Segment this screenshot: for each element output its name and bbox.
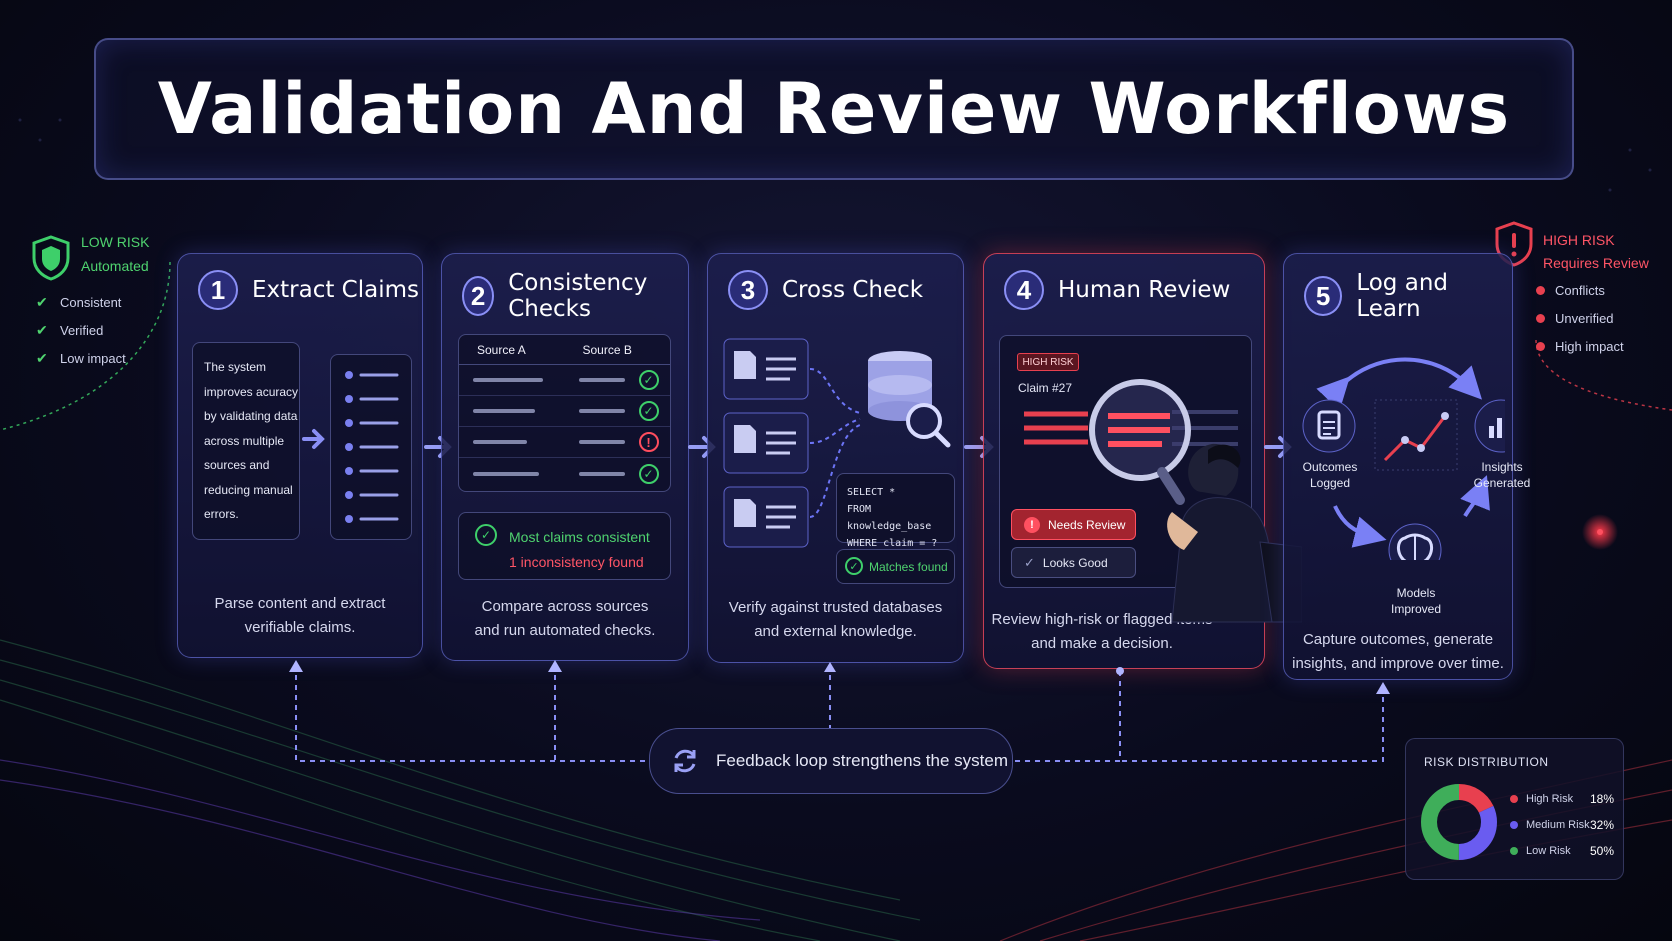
check-icon: ✔ xyxy=(36,321,48,338)
matches-found-badge: ✓ Matches found xyxy=(836,549,955,584)
step-title: Consistency Checks xyxy=(508,270,648,322)
check-circle-icon: ✓ xyxy=(638,463,659,484)
high-risk-swatch xyxy=(1510,795,1518,803)
donut-slice-low-risk xyxy=(1421,784,1497,860)
table-row: ✓ xyxy=(459,396,670,427)
risk-legend-row: High Risk 18% xyxy=(1510,792,1614,806)
high-risk-subheading: Requires Review xyxy=(1543,255,1649,271)
step-description: Compare across sources and run automated… xyxy=(474,598,656,639)
shield-icon xyxy=(32,235,70,281)
risk-donut-chart xyxy=(1421,784,1497,860)
learning-cycle-icon xyxy=(1302,357,1505,560)
step-title: Extract Claims xyxy=(252,277,420,303)
alert-icon: ! xyxy=(1024,516,1040,533)
red-dot-icon xyxy=(1536,341,1545,351)
low-risk-subheading: Automated xyxy=(81,258,149,274)
result-inconsistency: 1 inconsistency found xyxy=(509,554,644,570)
claims-list-panel xyxy=(330,354,412,540)
source-text-panel: The system improves acuracy by validatin… xyxy=(192,342,300,540)
source-comparison-table: Source A Source B ✓ ✓ ! ✓ xyxy=(458,334,671,492)
shield-alert-icon xyxy=(1495,221,1533,267)
feedback-loop-pill: Feedback loop strengthens the system xyxy=(649,728,1013,794)
step-number: 5 xyxy=(1304,276,1343,316)
high-risk-item: Unverified xyxy=(1536,304,1624,332)
alert-circle-icon: ! xyxy=(638,432,659,452)
step-description: Capture outcomes, generate insights, and… xyxy=(1292,631,1504,672)
step-number: 4 xyxy=(1004,270,1044,310)
step-description: Review high-risk or flagged items and ma… xyxy=(991,611,1213,652)
high-risk-heading: HIGH RISK xyxy=(1543,232,1615,248)
check-icon: ✓ xyxy=(1024,554,1035,570)
step-card-extract-claims: 1 Extract Claims The system improves acu… xyxy=(177,253,423,658)
looks-good-label: Looks Good xyxy=(1042,555,1108,570)
risk-legend-row: Medium Risk 32% xyxy=(1510,818,1614,832)
document-database-icon xyxy=(723,338,951,548)
high-risk-item: High impact xyxy=(1536,332,1624,360)
check-icon: ✔ xyxy=(36,293,48,310)
step-card-log-and-learn: 5 Log and Learn Capture outcomes, genera… xyxy=(1283,253,1513,680)
table-row: ✓ xyxy=(459,458,670,489)
refresh-icon xyxy=(674,749,696,773)
step-title: Log and Learn xyxy=(1356,270,1448,322)
arrow-right-icon xyxy=(302,429,325,449)
table-row: ! xyxy=(459,427,670,458)
low-risk-swatch xyxy=(1510,847,1518,855)
page-title: Validation And Review Workflows xyxy=(157,68,1511,150)
check-circle-icon: ✓ xyxy=(638,370,659,390)
matches-found-label: Matches found xyxy=(869,560,948,574)
check-circle-icon: ✓ xyxy=(845,557,863,575)
step-title: Human Review xyxy=(1058,277,1231,303)
column-header: Source B xyxy=(582,343,632,357)
red-dot-icon xyxy=(1536,285,1545,295)
step-title: Cross Check xyxy=(782,277,924,303)
check-icon: ✔ xyxy=(36,349,48,366)
check-circle-icon: ✓ xyxy=(475,524,497,546)
low-risk-item: ✔Low impact xyxy=(36,349,126,366)
step-description: Parse content and extract verifiable cla… xyxy=(214,595,386,636)
sql-query-panel: SELECT * FROM knowledge_base WHERE claim… xyxy=(836,473,955,549)
step-number: 1 xyxy=(198,270,238,310)
risk-distribution-panel: RISK DISTRIBUTION High Risk 18% Medium R… xyxy=(1405,738,1624,880)
medium-risk-swatch xyxy=(1510,821,1518,829)
high-risk-badge: HIGH RISK xyxy=(1017,353,1079,371)
low-risk-heading: LOW RISK xyxy=(81,234,150,250)
claim-label: Claim #27 xyxy=(1018,381,1073,395)
low-risk-item: ✔Verified xyxy=(36,321,104,338)
feedback-label: Feedback loop strengthens the system xyxy=(716,751,1008,770)
step-number: 2 xyxy=(462,276,495,316)
table-row: ✓ xyxy=(459,365,670,396)
result-consistent: Most claims consistent xyxy=(509,529,650,545)
low-risk-item: ✔Consistent xyxy=(36,293,122,310)
high-risk-item: Conflicts xyxy=(1536,276,1624,304)
column-header: Source A xyxy=(477,343,526,357)
donut-slice-medium-risk xyxy=(1421,784,1497,860)
title-banner: Validation And Review Workflows xyxy=(94,38,1574,180)
needs-review-button[interactable]: ! Needs Review xyxy=(1011,509,1136,540)
claims-list-icon xyxy=(345,371,399,523)
risk-distribution-title: RISK DISTRIBUTION xyxy=(1424,755,1549,769)
step-description: Verify against trusted databases and ext… xyxy=(728,599,943,640)
red-dot-icon xyxy=(1536,313,1545,323)
step-number: 3 xyxy=(728,270,768,310)
consistency-result-panel: ✓ Most claims consistent 1 inconsistency… xyxy=(458,512,671,580)
risk-legend-row: Low Risk 50% xyxy=(1510,844,1614,858)
needs-review-label: Needs Review xyxy=(1048,517,1126,532)
check-circle-icon: ✓ xyxy=(638,401,659,421)
looks-good-button[interactable]: ✓ Looks Good xyxy=(1011,547,1136,578)
